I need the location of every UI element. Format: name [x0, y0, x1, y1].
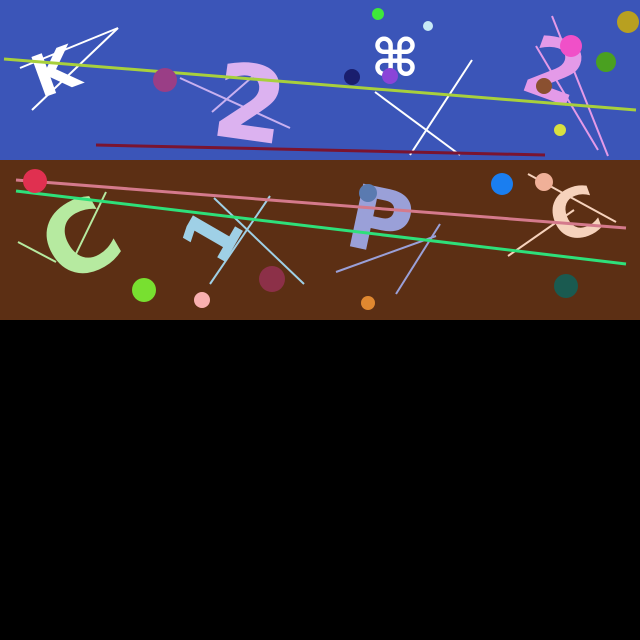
top-panel	[0, 0, 640, 160]
scratch-lines	[17, 15, 617, 295]
dot-lightblue	[423, 21, 433, 31]
dot-layer	[23, 8, 639, 310]
dot-olive	[617, 11, 639, 33]
dot-magenta	[560, 35, 582, 57]
line-green	[15, 189, 627, 266]
dot-steel	[359, 184, 377, 202]
line-pink	[15, 178, 627, 230]
dot-yellow	[554, 124, 566, 136]
dot-lime	[132, 278, 156, 302]
dot-navy	[344, 69, 360, 85]
dot-brown	[536, 78, 552, 94]
dot-darkgreen	[596, 52, 616, 72]
line-darkred	[95, 143, 546, 157]
dot-purple	[153, 68, 177, 92]
dot-orange	[361, 296, 375, 310]
dot-blue	[491, 173, 513, 195]
dot-teal	[554, 274, 578, 298]
dot-peach	[535, 173, 553, 191]
dot-green	[372, 8, 384, 20]
line-layer	[3, 57, 637, 266]
dot-red	[23, 169, 47, 193]
dot-violet	[382, 68, 398, 84]
dot-maroon	[259, 266, 285, 292]
dot-pink	[194, 292, 210, 308]
line-yellowgreen	[3, 57, 637, 112]
